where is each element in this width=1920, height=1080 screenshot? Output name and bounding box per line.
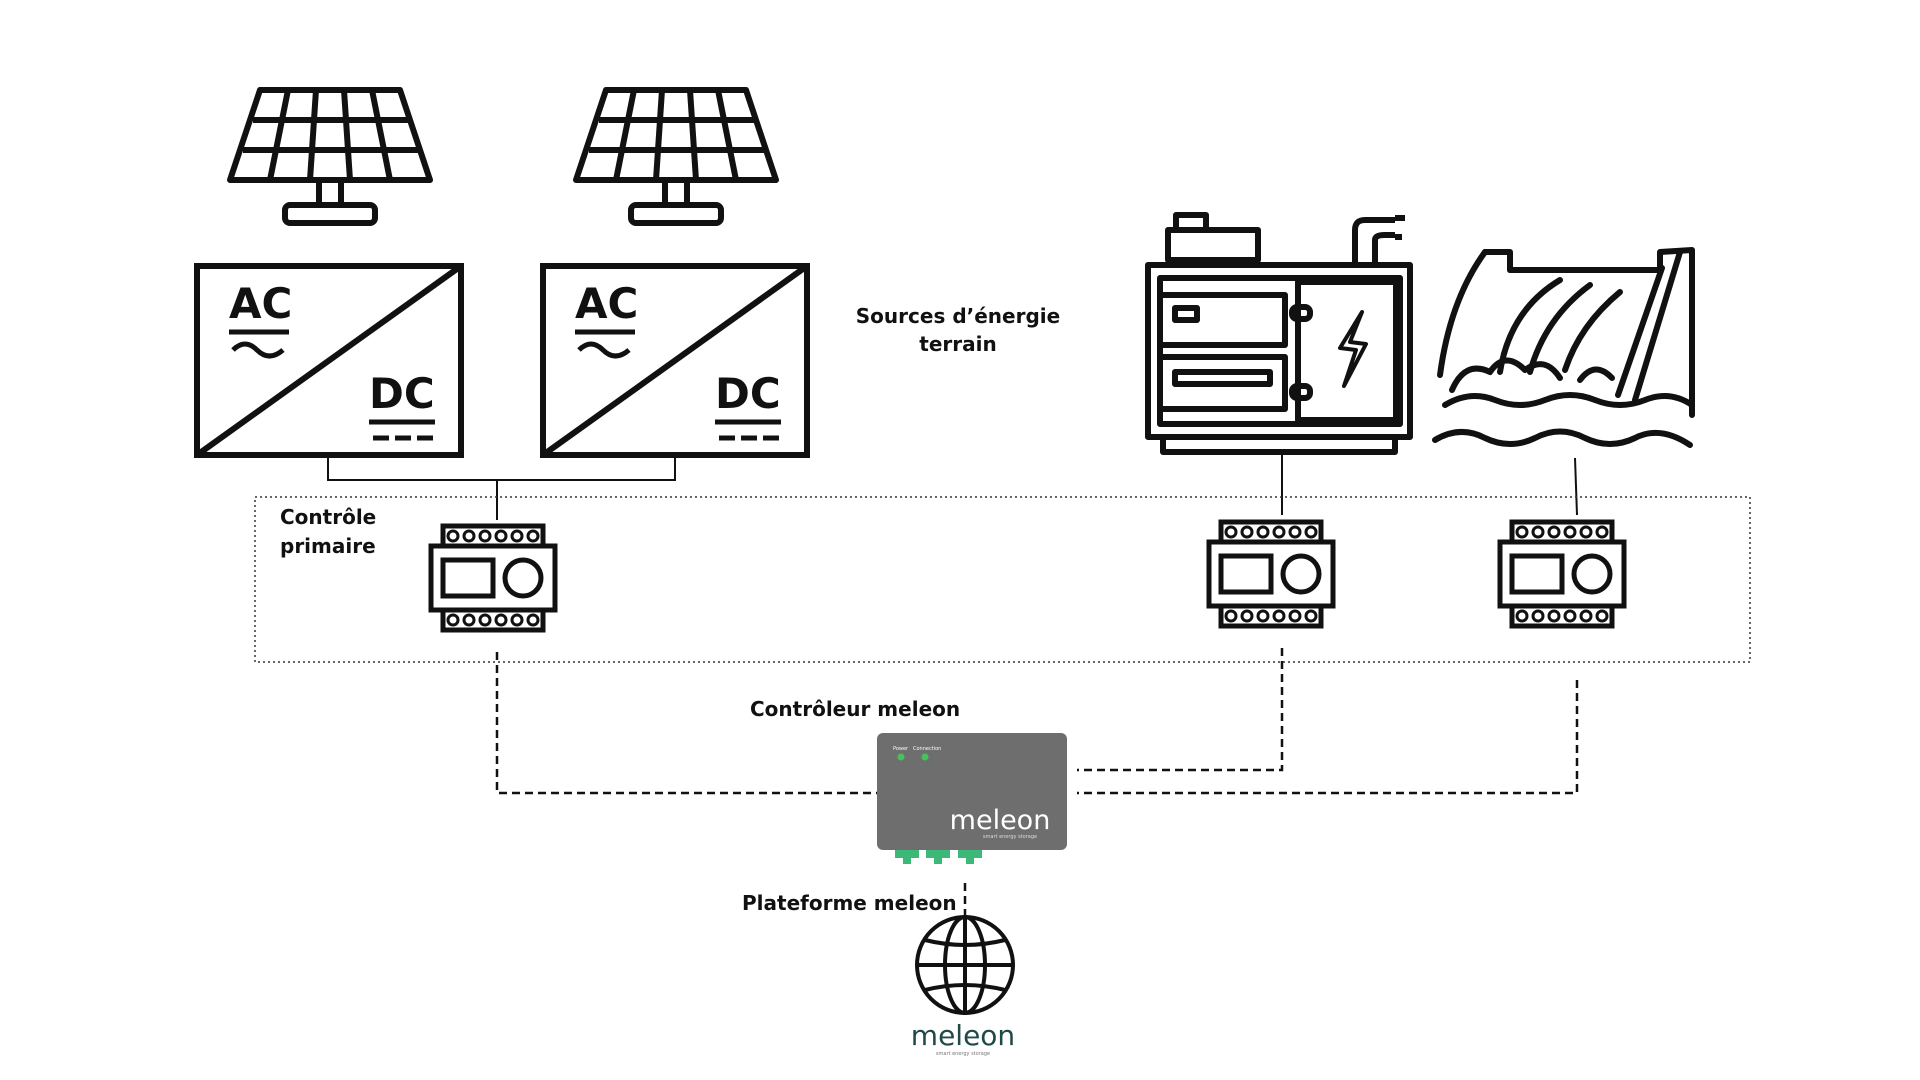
primary-control-label-line2: primaire <box>280 534 376 558</box>
device-connectors <box>895 850 982 864</box>
inverter-dc-label: DC <box>369 369 435 418</box>
device-brand-logo: meleon <box>950 805 1051 836</box>
din-rail-controller-icon <box>1209 522 1333 626</box>
inverter-icon: AC DC <box>194 263 464 458</box>
hydro-dam-icon <box>1432 247 1695 448</box>
globe-icon <box>915 915 1015 1015</box>
inverter-icon: AC DC <box>540 263 810 458</box>
solar-panel-icon <box>230 90 430 223</box>
solar-panel-icon <box>576 90 776 223</box>
power-led-label: Power <box>893 746 909 752</box>
solid-connections <box>327 455 1578 520</box>
inverter-ac-label: AC <box>229 279 292 328</box>
sources-label-line1: Sources d’énergie <box>856 304 1060 328</box>
platform-tagline: smart energy storage <box>936 1051 990 1057</box>
generator-icon <box>1145 212 1413 455</box>
inverter-ac-label: AC <box>575 279 638 328</box>
din-rail-controller-icon <box>431 526 555 630</box>
primary-control-label-line1: Contrôle <box>280 505 376 529</box>
communication-links <box>495 648 1579 925</box>
connection-led-label: Connection <box>913 746 941 752</box>
platform-label: Plateforme meleon <box>742 891 957 915</box>
inverter-dc-label: DC <box>715 369 781 418</box>
device-tagline: smart energy storage <box>983 834 1037 840</box>
meleon-controller-device: Power Connection meleon smart energy sto… <box>877 733 1067 864</box>
din-rail-controller-icon <box>1500 522 1624 626</box>
connection-led <box>921 753 929 761</box>
power-led <box>897 753 905 761</box>
platform-brand-logo: meleon <box>911 1019 1015 1052</box>
sources-label-line2: terrain <box>919 332 996 356</box>
controller-label: Contrôleur meleon <box>750 697 960 721</box>
